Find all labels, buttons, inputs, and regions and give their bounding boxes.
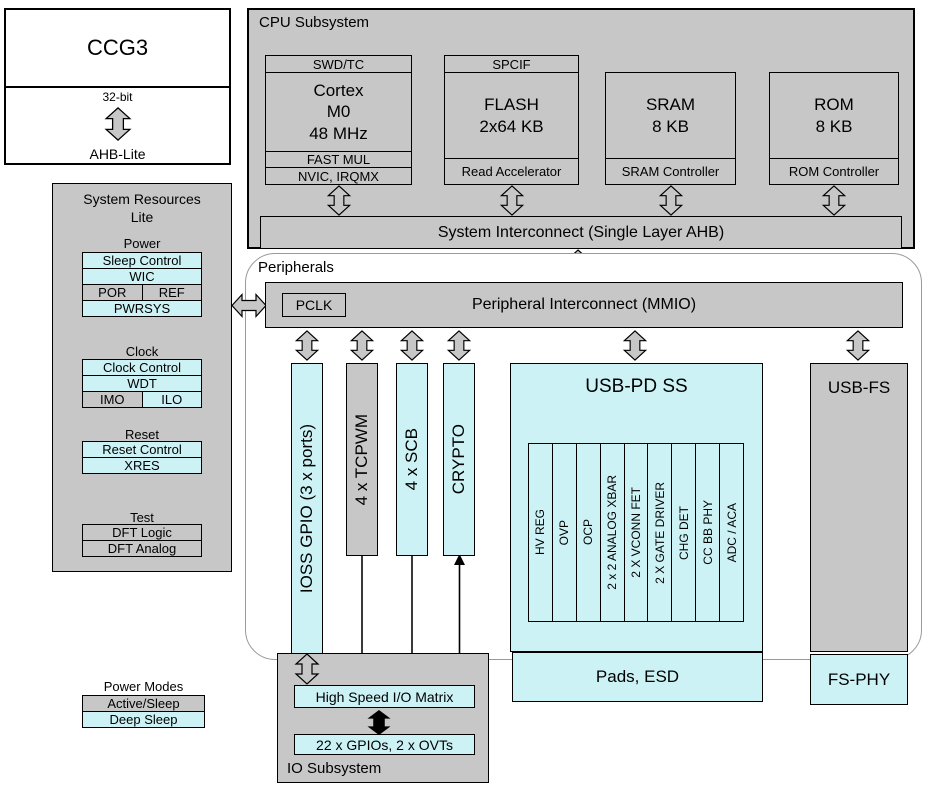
resource-row-wic: WIC <box>82 268 202 285</box>
usb-fs-title: USB-FS <box>827 378 891 397</box>
pads-esd-block: Pads, ESD <box>512 652 763 702</box>
crypto-label: CRYPTO <box>449 424 468 495</box>
bidir-arrow-horizontal-icon <box>231 292 267 319</box>
scb-block: 4 x SCB <box>396 363 428 556</box>
resources-title-line2: Lite <box>130 209 154 226</box>
ioss-gpio-label: IOSS GPIO (3 x ports) <box>297 424 316 594</box>
bidir-arrow-icon <box>349 330 375 361</box>
cortex-m0-block: SWD/TC Cortex M0 48 MHz FAST MUL NVIC, I… <box>265 55 412 185</box>
tcpwm-io-line <box>361 556 363 686</box>
fast-mul-strip: FAST MUL <box>266 151 411 167</box>
usb-pd-columns: HV REG OVP OCP 2 x 2 ANALOG XBAR 2 X VCO… <box>528 443 744 622</box>
tcpwm-block: 4 x TCPWM <box>346 363 378 556</box>
chip-title: CCG3 <box>6 10 229 88</box>
flash-line1: FLASH <box>484 95 539 115</box>
resource-cell-ref: REF <box>141 285 201 300</box>
cpu-subsystem: CPU Subsystem SWD/TC Cortex M0 48 MHz FA… <box>247 8 915 249</box>
resource-row-dft-analog: DFT Analog <box>82 540 202 557</box>
usbpd-col-analog-xbar: 2 x 2 ANALOG XBAR <box>599 444 624 621</box>
bidir-arrow-icon <box>622 330 648 361</box>
read-accelerator-strip: Read Accelerator <box>445 158 578 184</box>
nvic-irqmx-strip: NVIC, IRQMX <box>266 167 411 184</box>
high-speed-io-matrix: High Speed I/O Matrix <box>294 685 475 708</box>
usbpd-col-hv-reg: HV REG <box>529 444 552 621</box>
ccg3-chip-box: CCG3 32-bit AHB-Lite <box>4 8 231 165</box>
bidir-arrow-icon <box>294 653 320 685</box>
usb-pd-ss-block: USB-PD SS HV REG OVP OCP 2 x 2 ANALOG XB… <box>510 363 763 652</box>
legend-active-sleep: Active/Sleep <box>82 695 205 712</box>
usb-pd-ss-title: USB-PD SS <box>585 376 688 397</box>
bidir-arrow-icon <box>821 185 847 216</box>
bidir-arrow-icon <box>399 330 425 361</box>
sram-line1: SRAM <box>645 95 696 115</box>
bidir-arrow-icon <box>104 105 132 143</box>
resources-title-line1: System Resources <box>83 191 201 207</box>
resource-cell-imo: IMO <box>83 392 142 407</box>
bidir-arrow-icon <box>845 330 871 361</box>
system-resources-lite: System Resources Lite Power Sleep Contro… <box>52 183 232 572</box>
sram-controller-strip: SRAM Controller <box>606 158 735 184</box>
spcif-strip: SPCIF <box>445 56 578 73</box>
thick-bidir-arrow-icon <box>366 710 392 735</box>
resource-row-reset-control: Reset Control <box>82 441 202 458</box>
peripherals-label: Peripherals <box>258 259 334 276</box>
resource-cell-por: POR <box>83 285 142 300</box>
fs-phy-block: FS-PHY <box>810 654 908 705</box>
scb-io-line <box>411 556 413 686</box>
group-label-power: Power <box>123 236 161 251</box>
resource-row-sleep-control: Sleep Control <box>82 252 202 269</box>
scb-label: 4 x SCB <box>402 428 421 491</box>
cortex-line2: M0 <box>326 102 351 122</box>
cortex-line3: 48 MHz <box>309 123 368 143</box>
ioss-gpio-block: IOSS GPIO (3 x ports) <box>291 363 323 655</box>
swd-tc-strip: SWD/TC <box>266 56 411 73</box>
peripheral-interconnect-label: Peripheral Interconnect (MMIO) <box>471 296 697 313</box>
usb-fs-block: USB-FS <box>810 363 908 652</box>
resource-row-wdt: WDT <box>82 375 202 392</box>
rom-block: ROM 8 KB ROM Controller <box>769 72 899 185</box>
flash-block: SPCIF FLASH 2x64 KB Read Accelerator <box>444 55 579 185</box>
usbpd-col-chg-det: CHG DET <box>671 444 696 621</box>
group-label-test: Test <box>130 510 154 525</box>
system-interconnect-bar: System Interconnect (Single Layer AHB) <box>260 216 902 249</box>
rom-line1: ROM <box>814 95 854 115</box>
rom-controller-strip: ROM Controller <box>770 158 898 184</box>
crypto-block: CRYPTO <box>443 363 475 556</box>
resource-row-pwrsys: PWRSYS <box>82 300 202 317</box>
resource-row-dft-logic: DFT Logic <box>82 524 202 541</box>
bidir-arrow-icon <box>294 330 320 361</box>
legend-deep-sleep: Deep Sleep <box>82 711 205 728</box>
bus-width-label: 32-bit <box>102 90 133 104</box>
legend-title: Power Modes <box>103 679 184 694</box>
peripheral-interconnect-bar: Peripheral Interconnect (MMIO) PCLK <box>265 282 903 328</box>
group-label-clock: Clock <box>125 344 159 359</box>
usbpd-col-adc-aca: ADC / ACA <box>719 444 744 621</box>
group-label-reset: Reset <box>125 427 159 442</box>
bus-label: AHB-Lite <box>89 146 146 162</box>
bidir-arrow-icon <box>658 185 684 216</box>
tcpwm-label: 4 x TCPWM <box>352 413 371 506</box>
usbpd-col-vconn-fet: 2 X VCONN FET <box>623 444 648 621</box>
usbpd-col-gate-driver: 2 X GATE DRIVER <box>647 444 672 621</box>
rom-line2: 8 KB <box>815 116 853 136</box>
resource-row-clock-control: Clock Control <box>82 359 202 376</box>
sram-block: SRAM 8 KB SRAM Controller <box>605 72 736 185</box>
bidir-arrow-icon <box>446 330 472 361</box>
io-subsystem-label: IO Subsystem <box>287 760 382 777</box>
bidir-arrow-icon <box>499 185 525 216</box>
usbpd-col-ovp: OVP <box>551 444 576 621</box>
usbpd-col-cc-bb-phy: CC BB PHY <box>695 444 720 621</box>
sram-line2: 8 KB <box>652 116 689 136</box>
cortex-line1: Cortex <box>313 81 364 101</box>
gpio-ovt-bar: 22 x GPIOs, 2 x OVTs <box>294 734 475 755</box>
pclk-box: PCLK <box>282 293 346 317</box>
cpu-subsystem-label: CPU Subsystem <box>259 14 370 31</box>
resource-cell-ilo: ILO <box>141 392 201 407</box>
usbpd-col-ocp: OCP <box>575 444 600 621</box>
bidir-arrow-icon <box>326 185 352 216</box>
resource-row-xres: XRES <box>82 457 202 474</box>
flash-line2: 2x64 KB <box>479 116 544 136</box>
